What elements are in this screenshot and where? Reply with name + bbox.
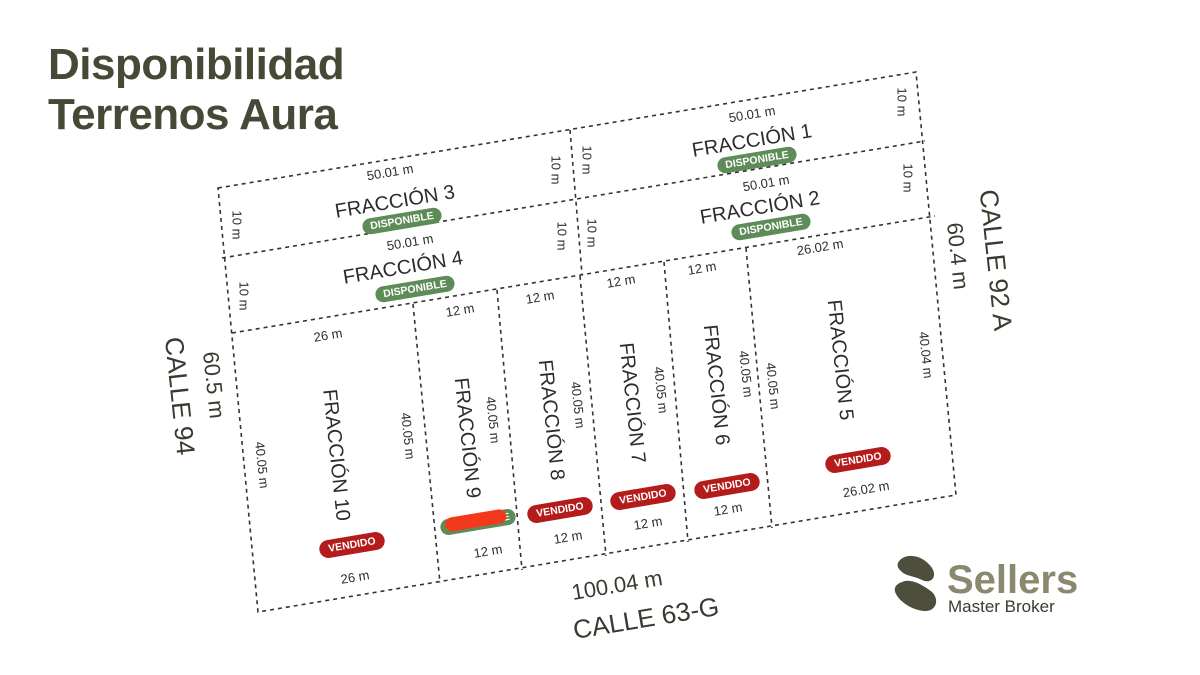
dim-top: 50.01 m — [366, 161, 415, 184]
lot-fraccion-5[interactable]: 26.02 m FRACCIÓN 5 40.05 m 40.04 m VENDI… — [763, 236, 936, 501]
dim-right: 10 m — [549, 156, 564, 185]
title-line-1: Disponibilidad — [48, 40, 345, 89]
lot-fraccion-3[interactable]: 50.01 m FRACCIÓN 3 DISPONIBLE 10 m 10 m — [230, 156, 564, 240]
dim-top: 26.02 m — [796, 236, 845, 259]
dim-top: 12 m — [525, 287, 556, 307]
divider-10-9 — [412, 303, 441, 584]
lot-name: FRACCIÓN 9 — [450, 377, 486, 500]
lot-name: FRACCIÓN 6 — [699, 324, 735, 447]
dim-right: 40.04 m — [916, 331, 936, 379]
street-left-name: CALLE 94 — [159, 335, 201, 456]
sellers-logo-icon — [894, 555, 937, 612]
dim-bottom: 12 m — [473, 541, 504, 561]
dim-left: 10 m — [237, 282, 252, 311]
dim-bottom: 26 m — [340, 567, 371, 587]
status-badge: VENDIDO — [694, 473, 760, 499]
lot-fraccion-4[interactable]: 50.01 m FRACCIÓN 4 DISPONIBLE 10 m 10 m — [237, 222, 570, 311]
logo-tagline: Master Broker — [948, 597, 1055, 616]
lot-fraccion-2[interactable]: 50.01 m FRACCIÓN 2 DISPONIBLE 10 m 10 m — [585, 164, 916, 248]
street-bottom-length: 100.04 m — [570, 565, 665, 605]
lot-fraccion-9[interactable]: 12 m FRACCIÓN 9 40.05 m DISPONIBLE 12 m — [439, 300, 517, 561]
dim-left: 10 m — [585, 219, 600, 248]
status-badge: VENDIDO — [825, 447, 891, 473]
logo-brand: Sellers — [947, 558, 1078, 602]
lot-name: FRACCIÓN 8 — [534, 359, 570, 482]
dim-right: 10 m — [901, 164, 916, 193]
street-right-name: CALLE 92 A — [974, 188, 1019, 333]
sellers-logo: Sellers Master Broker — [894, 555, 1078, 616]
lot-fraccion-1[interactable]: 50.01 m FRACCIÓN 1 DISPONIBLE 10 m 10 m — [580, 88, 910, 175]
lot-name: FRACCIÓN 5 — [823, 299, 859, 422]
divider-7-6 — [663, 261, 689, 543]
divider-8-7 — [579, 275, 607, 557]
dim-bottom: 12 m — [553, 527, 584, 547]
dim-side: 40.05 m — [483, 396, 503, 444]
dim-bottom: 26.02 m — [842, 478, 891, 501]
divider-6-5 — [745, 247, 773, 529]
redaction-mark — [445, 509, 507, 532]
lot-fraccion-7[interactable]: 12 m FRACCIÓN 7 40.05 m VENDIDO 12 m — [606, 271, 678, 533]
dim-side: 40.05 m — [736, 350, 756, 398]
page-title: Disponibilidad Terrenos Aura — [48, 40, 345, 140]
street-right-length: 60.4 m — [942, 221, 974, 291]
dim-bottom: 12 m — [713, 499, 744, 519]
lot-fraccion-8[interactable]: 12 m FRACCIÓN 8 40.05 m VENDIDO 12 m — [525, 287, 595, 547]
dim-top: 50.01 m — [386, 231, 435, 254]
dim-top: 12 m — [687, 258, 718, 278]
status-badge: VENDIDO — [319, 532, 385, 558]
dim-side: 40.05 m — [568, 381, 588, 429]
dim-right: 10 m — [895, 88, 910, 117]
dim-top: 12 m — [445, 300, 476, 320]
lot-fraccion-10[interactable]: 26 m FRACCIÓN 10 40.05 m 40.05 m VENDIDO… — [252, 325, 418, 587]
dim-top: 50.01 m — [728, 103, 777, 126]
divider-row-1 — [221, 140, 926, 259]
status-badge: VENDIDO — [610, 484, 676, 510]
dim-right: 40.05 m — [398, 412, 418, 460]
dim-top: 26 m — [313, 325, 344, 345]
dim-right: 10 m — [555, 222, 570, 251]
dim-top: 50.01 m — [742, 172, 791, 195]
dim-left: 40.05 m — [763, 362, 783, 410]
dim-bottom: 12 m — [633, 513, 664, 533]
divider-9-8 — [496, 289, 523, 571]
divider-top-vertical — [569, 129, 583, 275]
dim-left: 10 m — [230, 211, 245, 240]
dim-top: 12 m — [606, 271, 637, 291]
dim-left: 10 m — [580, 146, 595, 175]
title-line-2: Terrenos Aura — [48, 90, 338, 139]
dim-left: 40.05 m — [252, 441, 272, 489]
status-badge: DISPONIBLE — [440, 509, 516, 535]
divider-row-2 — [231, 215, 936, 334]
lot-name: FRACCIÓN 10 — [318, 388, 355, 522]
dim-side: 40.05 m — [651, 366, 671, 414]
street-left-length: 60.5 m — [198, 350, 230, 420]
status-badge: VENDIDO — [527, 497, 593, 523]
lot-name: FRACCIÓN 7 — [615, 342, 651, 465]
